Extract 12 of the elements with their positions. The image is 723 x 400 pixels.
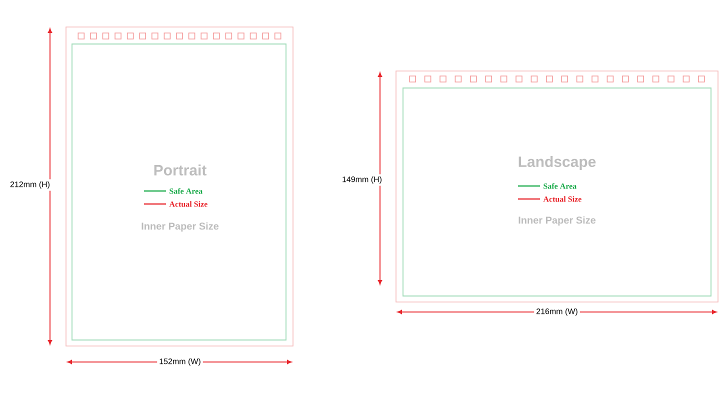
dimension-label: 149mm (H) — [340, 174, 384, 186]
format-title: Landscape — [518, 156, 596, 170]
dimension-label: 216mm (W) — [534, 306, 580, 318]
legend-label: Safe Area — [170, 188, 202, 194]
dimension-label: 152mm (W) — [157, 356, 203, 368]
paper-size-label: Inner Paper Size — [518, 216, 596, 226]
format-title: Portrait — [154, 164, 206, 176]
legend-label: Actual Size — [543, 196, 582, 202]
dimension-label: 212mm (H) — [8, 179, 52, 191]
legend-label: Safe Area — [544, 183, 576, 189]
paper-size-label: Inner Paper Size — [142, 222, 219, 232]
legend-label: Actual Size — [169, 201, 208, 207]
